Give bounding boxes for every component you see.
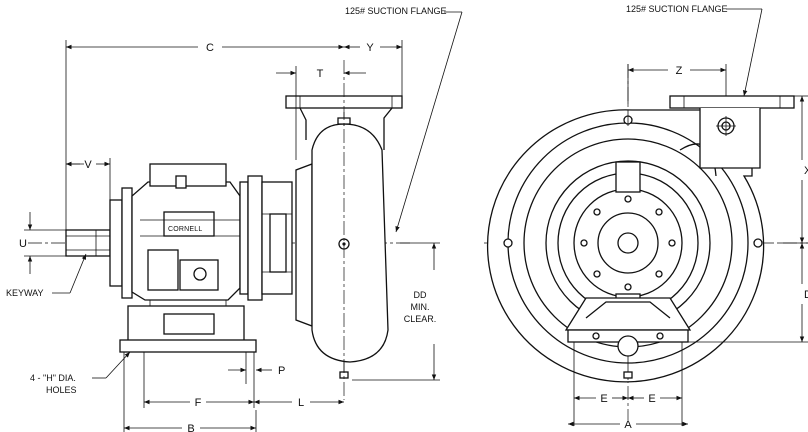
- label-dd-line1: DD: [414, 290, 427, 300]
- side-view: CORNELL: [6, 6, 463, 432]
- keyway-callout: KEYWAY: [6, 253, 87, 298]
- label-v: V: [84, 159, 92, 171]
- dim-z: Z: [627, 64, 727, 104]
- dim-d: D: [688, 243, 808, 343]
- label-dd-line3: CLEAR.: [404, 314, 437, 324]
- dim-a: A: [568, 419, 688, 431]
- front-view: Z 125# SUCTION FLANGE X D: [484, 4, 808, 431]
- dim-b: B: [123, 352, 257, 432]
- label-suction-flange-side: 125# SUCTION FLANGE: [345, 6, 447, 16]
- label-holes-line1: 4 - "H" DIA.: [30, 373, 76, 383]
- label-u: U: [19, 238, 27, 250]
- label-b: B: [187, 423, 194, 432]
- bearing-frame: CORNELL: [109, 163, 293, 301]
- label-a: A: [624, 419, 632, 431]
- brand-logo: CORNELL: [168, 226, 202, 233]
- label-keyway: KEYWAY: [6, 288, 44, 298]
- label-dd-line2: MIN.: [411, 302, 430, 312]
- dim-t: T: [276, 66, 366, 160]
- pedestal-base: [119, 300, 257, 353]
- label-z: Z: [676, 65, 683, 77]
- suction-flange-callout-front: 125# SUCTION FLANGE: [626, 4, 763, 97]
- dim-f: F: [143, 352, 255, 409]
- dim-y: Y: [344, 40, 403, 96]
- suction-flange-callout-side: 125# SUCTION FLANGE: [345, 6, 463, 233]
- label-y: Y: [366, 42, 374, 54]
- label-e-left: E: [600, 393, 607, 405]
- dim-c: C: [65, 40, 344, 230]
- holes-callout: 4 - "H" DIA. HOLES: [30, 351, 131, 395]
- label-x: X: [804, 165, 808, 177]
- dim-l: L: [254, 397, 344, 409]
- label-e-right: E: [648, 393, 655, 405]
- label-suction-flange-front: 125# SUCTION FLANGE: [626, 4, 728, 14]
- bearing-face: [545, 160, 711, 326]
- label-p: P: [278, 365, 285, 377]
- dim-dd: DD MIN. CLEAR.: [352, 242, 440, 381]
- dim-p: P: [228, 352, 285, 384]
- label-f: F: [195, 397, 202, 409]
- dim-e: E E: [573, 342, 683, 426]
- label-c: C: [206, 42, 214, 54]
- discharge-flange-front: [669, 95, 795, 169]
- front-pedestal: [564, 297, 692, 380]
- shaft: [65, 229, 111, 257]
- label-d: D: [804, 289, 808, 301]
- label-t: T: [317, 68, 324, 80]
- dim-u: U: [19, 212, 66, 274]
- label-l: L: [298, 397, 304, 409]
- label-holes-line2: HOLES: [46, 385, 77, 395]
- dim-v: V: [66, 158, 111, 230]
- dim-x: X: [780, 95, 808, 244]
